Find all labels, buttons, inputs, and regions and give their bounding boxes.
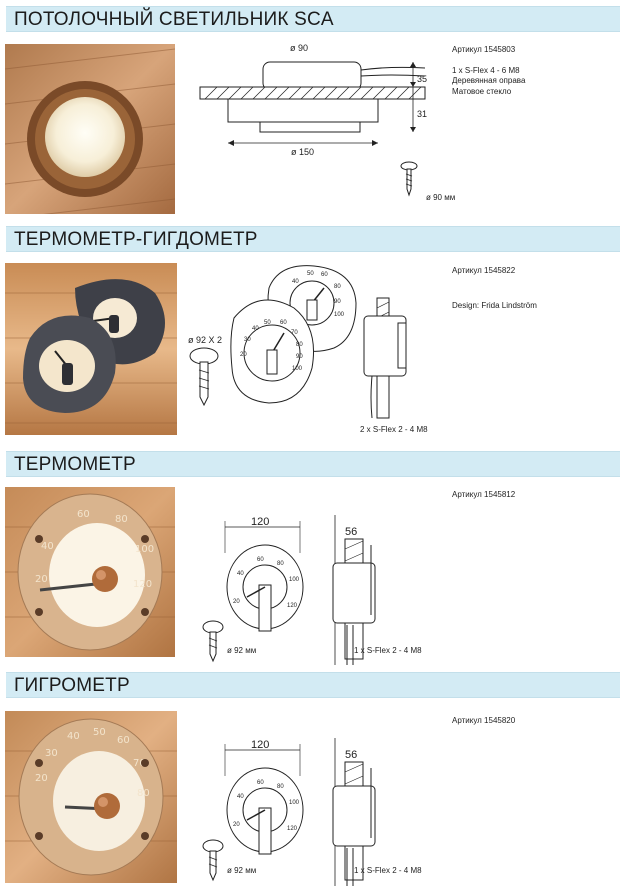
dim-depth: 56 [345, 526, 357, 538]
svg-text:20: 20 [35, 773, 48, 784]
svg-text:100: 100 [135, 544, 154, 555]
hygrometer-info: Артикул 1545820 [452, 716, 515, 727]
thermometer-drawing: 120 20 40 60 80 100 120 56 [195, 515, 435, 670]
svg-text:50: 50 [307, 271, 314, 277]
svg-text:60: 60 [280, 320, 287, 326]
connector-label: 1 x S-Flex 2 - 4 M8 [354, 866, 422, 875]
connector-label: 1 x S-Flex 2 - 4 M8 [354, 646, 422, 655]
svg-text:20: 20 [233, 822, 240, 828]
svg-text:20: 20 [233, 599, 240, 605]
dim-depth: 56 [345, 749, 357, 761]
svg-text:50: 50 [264, 320, 271, 326]
svg-text:120: 120 [287, 603, 298, 609]
section-title-ceiling-light: ПОТОЛОЧНЫЙ СВЕТИЛЬНИК SCA [6, 6, 620, 32]
connector-label: 2 x S-Flex 2 - 4 M8 [360, 425, 428, 434]
svg-text:100: 100 [334, 312, 345, 318]
screw-diameter-label: ø 92 мм [227, 646, 257, 655]
article-number: Артикул 1545820 [452, 716, 516, 725]
dim-height-lower: 31 [417, 109, 427, 119]
svg-text:60: 60 [257, 780, 264, 786]
screw-diameter-label: ø 92 X 2 [188, 335, 222, 345]
svg-text:120: 120 [133, 579, 152, 590]
svg-text:50: 50 [93, 727, 106, 738]
svg-text:100: 100 [292, 366, 303, 372]
svg-text:100: 100 [289, 800, 300, 806]
svg-text:70: 70 [133, 758, 146, 769]
section-title-thermometer: ТЕРМОМЕТР [6, 451, 620, 477]
spec-line: Деревянная оправа [452, 76, 526, 85]
thermometer-info: Артикул 1545812 [452, 490, 515, 501]
svg-text:60: 60 [257, 557, 264, 563]
svg-text:20: 20 [35, 574, 48, 585]
svg-text:120: 120 [287, 826, 298, 832]
designer-credit: Design: Frida Lindström [452, 300, 537, 310]
article-number: Артикул 1545803 [452, 45, 516, 54]
section-title-hygrometer: ГИГРОМЕТР [6, 672, 620, 698]
dim-top-diameter: ø 90 [290, 43, 308, 53]
ceiling-light-drawing: ø 90 ø 150 35 31 [195, 40, 445, 200]
svg-text:100: 100 [289, 577, 300, 583]
dim-bottom-diameter: ø 150 [291, 147, 314, 157]
svg-text:80: 80 [137, 788, 150, 799]
svg-text:40: 40 [67, 731, 80, 742]
svg-text:70: 70 [291, 330, 298, 336]
ceiling-light-photo [5, 44, 175, 214]
dim-width: 120 [251, 516, 269, 528]
svg-text:80: 80 [334, 284, 341, 290]
svg-text:80: 80 [115, 514, 128, 525]
article-number: Артикул 1545812 [452, 490, 516, 499]
svg-text:20: 20 [240, 352, 247, 358]
thermometer-photo: 20 40 60 80 100 120 [5, 487, 175, 657]
svg-text:80: 80 [277, 784, 284, 790]
svg-text:30: 30 [244, 337, 251, 343]
svg-text:60: 60 [117, 735, 130, 746]
hygrometer-drawing: 120 20 40 60 80 100 120 56 [195, 738, 435, 888]
dim-width: 120 [251, 739, 269, 751]
svg-text:80: 80 [296, 342, 303, 348]
spec-line: 1 x S-Flex 4 - 6 M8 [452, 65, 520, 75]
svg-text:40: 40 [237, 794, 244, 800]
article-number: Артикул 1545822 [452, 266, 516, 275]
svg-text:60: 60 [77, 509, 90, 520]
svg-text:80: 80 [277, 561, 284, 567]
svg-text:40: 40 [41, 541, 54, 552]
screw-diameter-label: ø 90 мм [426, 193, 456, 202]
svg-text:40: 40 [252, 326, 259, 332]
svg-text:60: 60 [321, 272, 328, 278]
ceiling-light-info: Артикул 1545803 1 x S-Flex 4 - 6 M8 Дере… [452, 45, 525, 97]
svg-text:40: 40 [237, 571, 244, 577]
section-title-thermo-hygrometer: ТЕРМОМЕТР-ГИГДОМЕТР [6, 226, 620, 252]
thermo-hygrometer-info: Артикул 1545822 Design: Frida Lindström [452, 266, 537, 311]
screw-diameter-label: ø 92 мм [227, 866, 257, 875]
dim-height-upper: 35 [417, 74, 427, 84]
hygrometer-photo: 20 30 40 50 60 70 80 [5, 711, 177, 883]
spec-line: Матовое стекло [452, 86, 512, 96]
svg-text:90: 90 [296, 354, 303, 360]
svg-text:30: 30 [45, 748, 58, 759]
svg-text:40: 40 [292, 279, 299, 285]
thermo-hygrometer-photo [5, 263, 177, 435]
svg-text:90: 90 [334, 299, 341, 305]
